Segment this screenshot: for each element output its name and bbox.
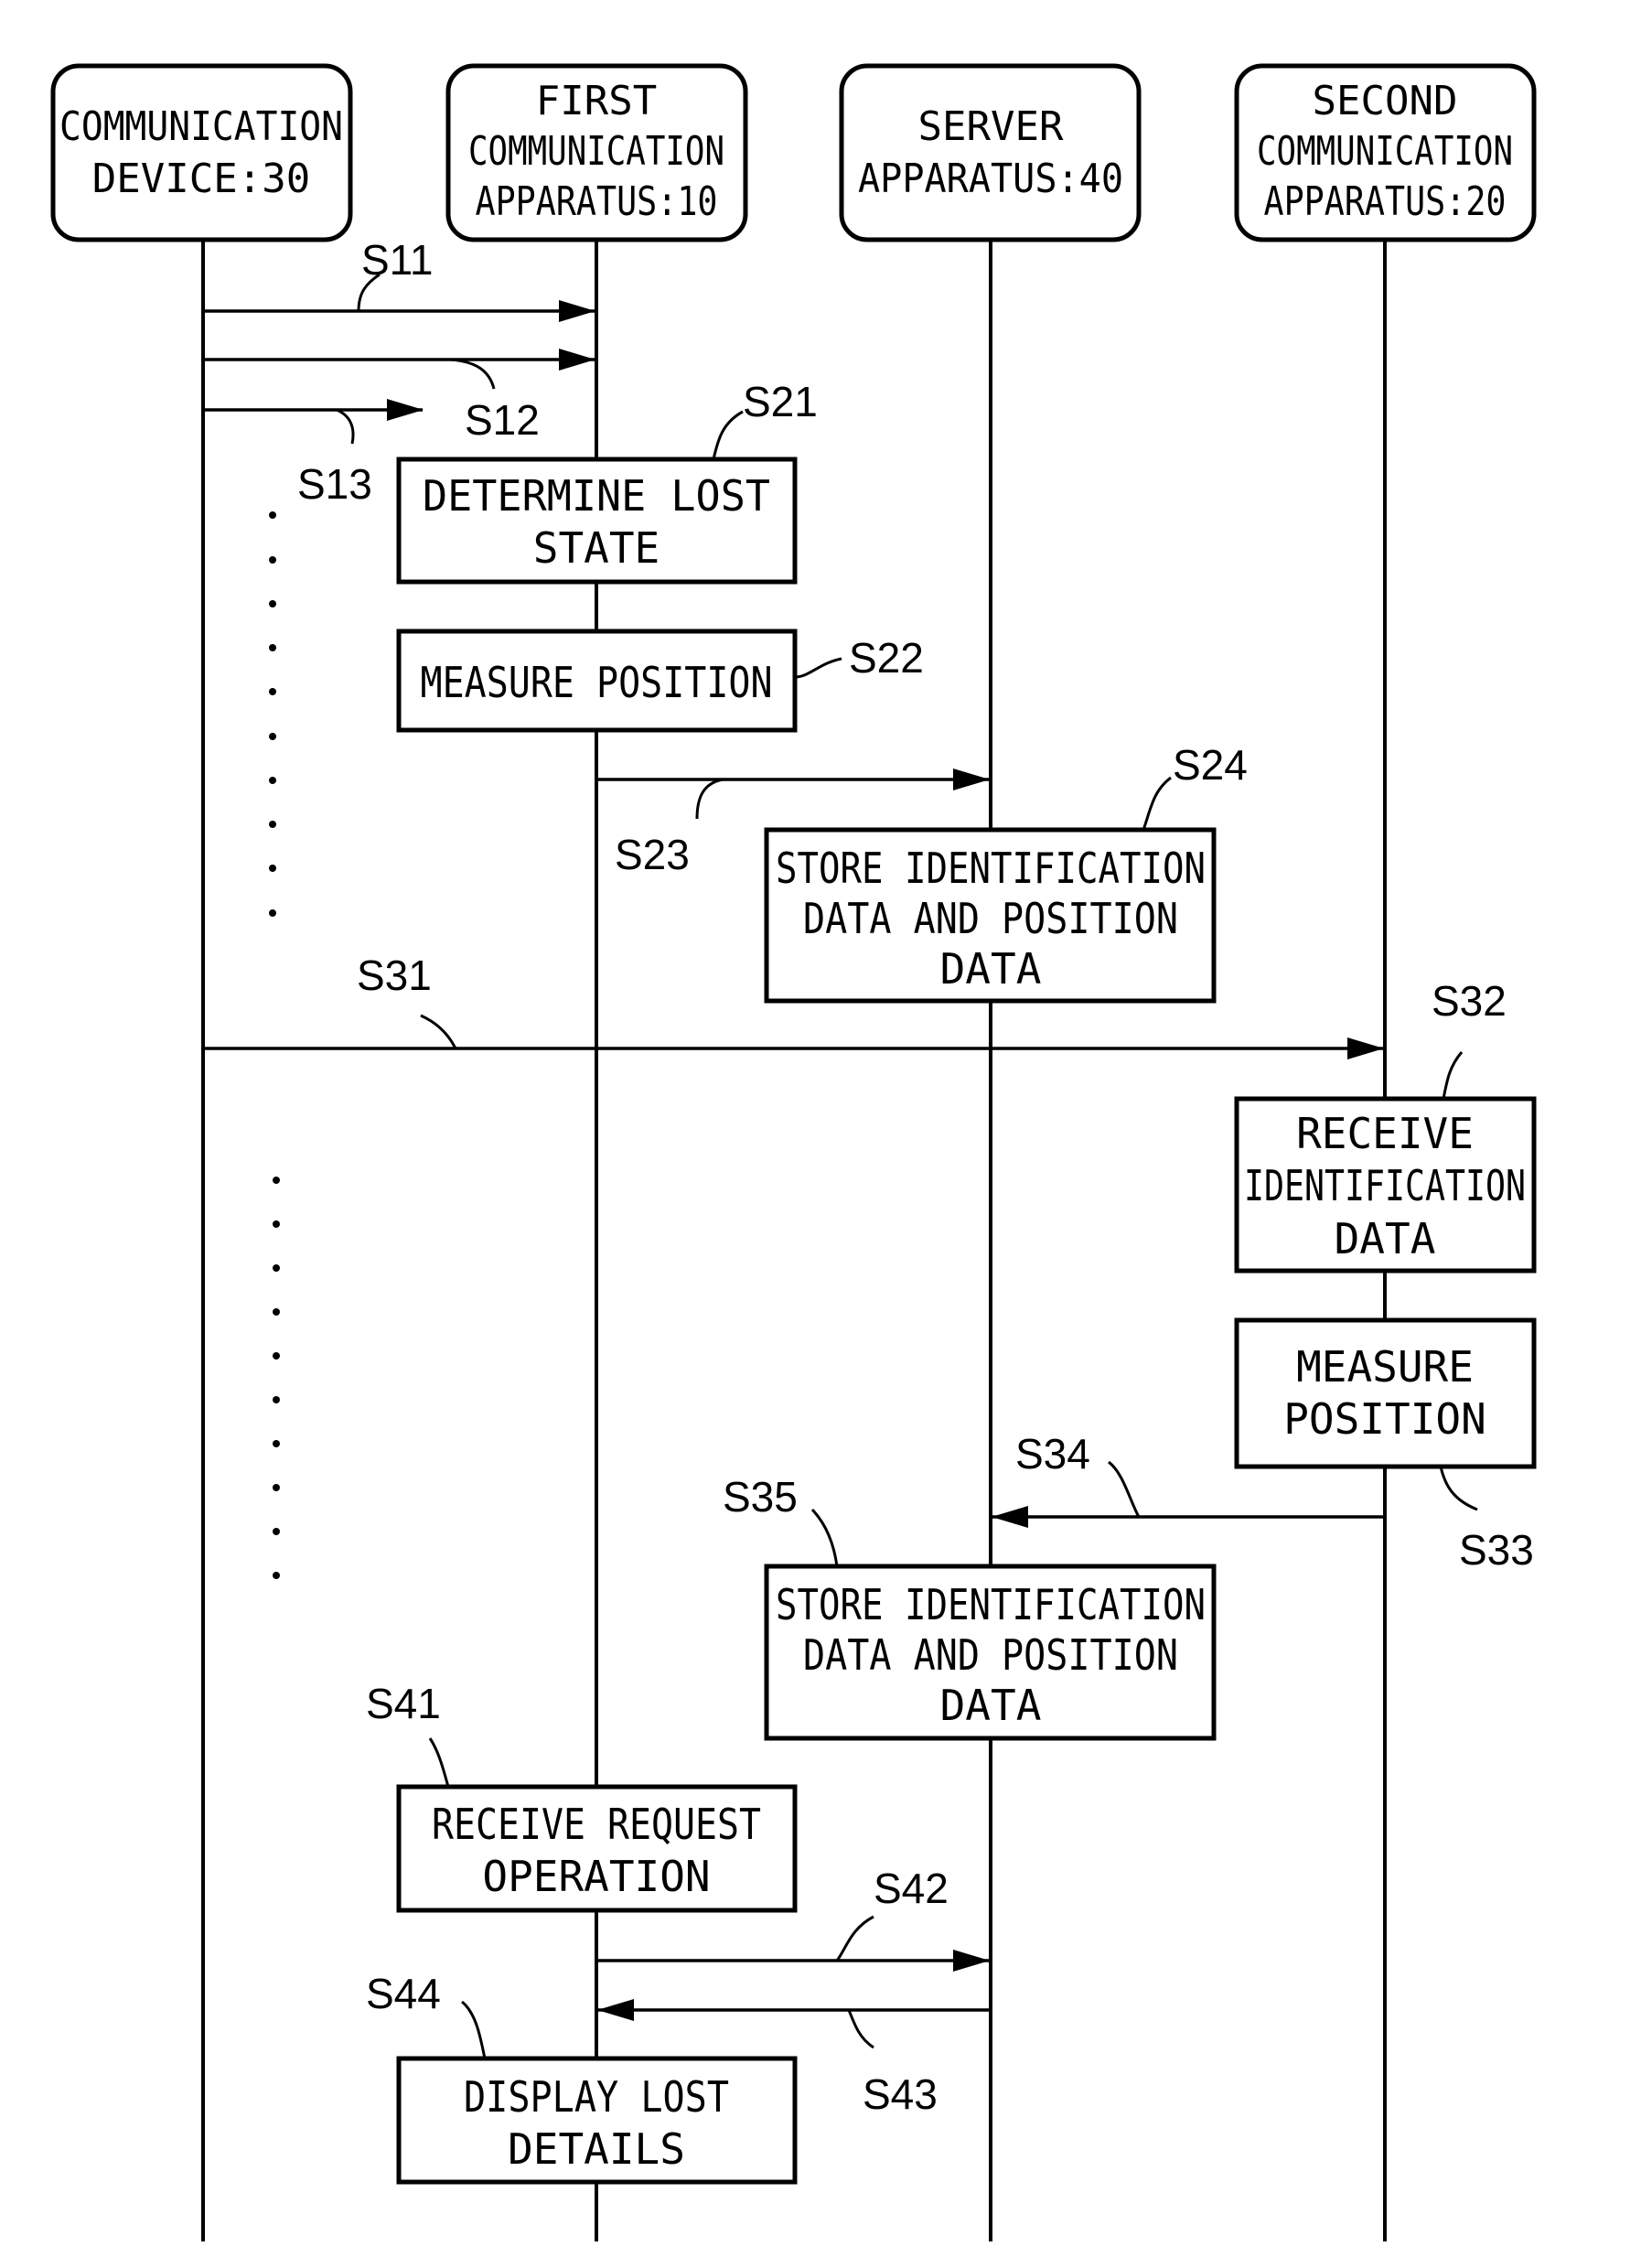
- participant-line: COMMUNICATION: [59, 103, 343, 150]
- participant-line: SERVER: [918, 103, 1064, 150]
- participant-communication-device-30: COMMUNICATION DEVICE:30: [53, 66, 350, 240]
- participant-line: APPARATUS:10: [476, 178, 718, 225]
- step-label: S13: [297, 460, 372, 508]
- ellipsis-dots-lower: [273, 1177, 280, 1579]
- process-line: STORE IDENTIFICATION: [776, 1580, 1206, 1629]
- process-s44: DISPLAY LOST DETAILS S44: [366, 1970, 795, 2182]
- process-line: DATA AND POSITION: [803, 894, 1178, 943]
- message-s11: S11: [203, 236, 595, 311]
- step-label: S41: [366, 1680, 441, 1727]
- participant-first-communication-apparatus-10: FIRST COMMUNICATION APPARATUS:10: [448, 66, 745, 240]
- process-line: RECEIVE REQUEST: [432, 1800, 761, 1849]
- process-line: RECEIVE: [1296, 1109, 1474, 1158]
- step-label: S32: [1432, 977, 1507, 1025]
- step-label: S42: [874, 1865, 949, 1912]
- process-line: IDENTIFICATION: [1244, 1161, 1526, 1210]
- message-s12: S12: [203, 360, 595, 444]
- process-line: POSITION: [1283, 1394, 1486, 1444]
- step-label: S12: [465, 396, 540, 444]
- process-line: DATA AND POSITION: [803, 1630, 1178, 1680]
- process-line: DATA: [940, 944, 1042, 994]
- process-s41: RECEIVE REQUEST OPERATION S41: [366, 1680, 795, 1910]
- process-s21: DETERMINE LOST STATE S21: [399, 378, 818, 582]
- process-line: DATA: [1335, 1214, 1436, 1263]
- process-line: MEASURE POSITION: [421, 658, 773, 707]
- step-label: S33: [1459, 1526, 1534, 1574]
- step-label: S24: [1173, 741, 1248, 789]
- participant-second-communication-apparatus-20: SECOND COMMUNICATION APPARATUS:20: [1237, 66, 1534, 240]
- step-label: S11: [361, 236, 433, 284]
- process-s22: MEASURE POSITION S22: [399, 631, 924, 730]
- process-line: STATE: [533, 523, 660, 573]
- participant-server-apparatus-40: SERVER APPARATUS:40: [842, 66, 1139, 240]
- step-label: S34: [1015, 1430, 1090, 1478]
- process-line: DETERMINE LOST: [423, 471, 770, 521]
- step-label: S23: [615, 831, 690, 878]
- process-line: DISPLAY LOST: [464, 2072, 729, 2122]
- participant-line: SECOND: [1313, 78, 1458, 124]
- process-line: MEASURE: [1296, 1342, 1474, 1392]
- step-label: S31: [357, 951, 432, 999]
- participant-line: APPARATUS:20: [1264, 178, 1507, 225]
- message-s13: S13: [203, 410, 423, 508]
- step-label: S22: [849, 634, 924, 682]
- participant-line: COMMUNICATION: [1257, 128, 1513, 175]
- step-label: S44: [366, 1970, 441, 2017]
- participant-line: FIRST: [536, 78, 657, 124]
- ellipsis-dots-upper: [269, 511, 276, 917]
- process-line: OPERATION: [482, 1852, 710, 1901]
- process-s35: STORE IDENTIFICATION DATA AND POSITION D…: [723, 1473, 1214, 1738]
- step-label: S35: [723, 1473, 798, 1521]
- step-label: S43: [863, 2070, 938, 2118]
- participant-line: APPARATUS:40: [858, 156, 1123, 202]
- participant-line: COMMUNICATION: [468, 128, 724, 175]
- process-line: STORE IDENTIFICATION: [776, 844, 1206, 893]
- process-line: DATA: [940, 1681, 1042, 1730]
- step-label: S21: [743, 378, 818, 425]
- participant-line: DEVICE:30: [92, 156, 310, 202]
- process-line: DETAILS: [508, 2124, 685, 2174]
